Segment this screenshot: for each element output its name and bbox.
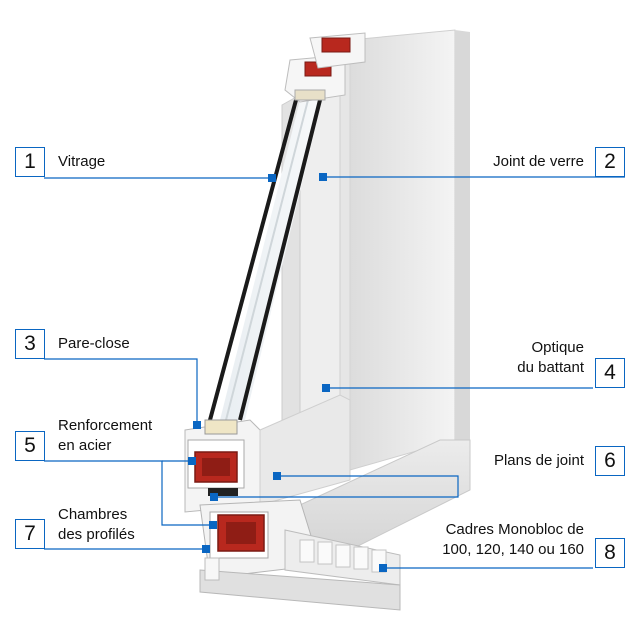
- callout-number-2: 2: [595, 147, 625, 177]
- callout-number-7: 7: [15, 519, 45, 549]
- callout-label-plans-de-joint: Plans de joint: [494, 451, 584, 471]
- callout-label-line: en acier: [58, 437, 112, 454]
- callout-label-line: Renforcement: [58, 417, 153, 434]
- callout-label-optique-du-battant: Optique du battant: [517, 338, 584, 378]
- sash-seal: [208, 488, 238, 496]
- callout-label-line: Cadres Monobloc de: [445, 521, 584, 538]
- glazing-bead: [204, 419, 238, 435]
- leader-6: [214, 475, 459, 498]
- callout-label-chambres-des-profiles: Chambres des profilés: [58, 505, 135, 545]
- callout-label-pare-close: Pare-close: [58, 334, 130, 354]
- callout-number-6: 6: [595, 446, 625, 476]
- callout-number-4: 4: [595, 358, 625, 388]
- leader-3: [44, 358, 198, 425]
- outer-frame: [329, 29, 470, 476]
- callout-label-line: du battant: [517, 359, 584, 376]
- callout-label-line: Plans de joint: [493, 452, 584, 469]
- top-profile: [284, 32, 366, 103]
- callout-label-joint-de-verre: Joint de verre: [493, 152, 584, 172]
- leader-dots: [188, 173, 387, 572]
- callout-number-3: 3: [15, 329, 45, 359]
- callout-number-8: 8: [595, 538, 625, 568]
- leader-lines: [44, 176, 625, 569]
- callout-label-line: Pare-close: [58, 335, 130, 352]
- glass-unit: [208, 99, 322, 421]
- glass-pane-inner: [238, 99, 322, 421]
- callout-label-renforcement-en-acier: Renforcement en acier: [58, 416, 152, 456]
- callout-label-line: des profilés: [58, 526, 135, 543]
- glass-pane-outer: [208, 99, 298, 421]
- bottom-sash-profile: [184, 394, 351, 513]
- top-frame-steel-insert: [321, 37, 351, 53]
- bottom-frame-profile: [199, 439, 471, 611]
- callout-label-line: Chambres: [58, 506, 128, 523]
- callout-label-vitrage: Vitrage: [58, 152, 105, 172]
- leader-5: [44, 460, 213, 526]
- callout-number-1: 1: [15, 147, 45, 177]
- callout-label-line: Optique: [531, 339, 584, 356]
- callout-label-line: 100, 120, 140 ou 160: [442, 541, 584, 558]
- callout-label-line: Joint de verre: [493, 153, 584, 170]
- callout-label-line: Vitrage: [58, 153, 106, 170]
- callout-number-5: 5: [15, 431, 45, 461]
- callout-label-cadres-monobloc: Cadres Monobloc de 100, 120, 140 ou 160: [442, 520, 584, 560]
